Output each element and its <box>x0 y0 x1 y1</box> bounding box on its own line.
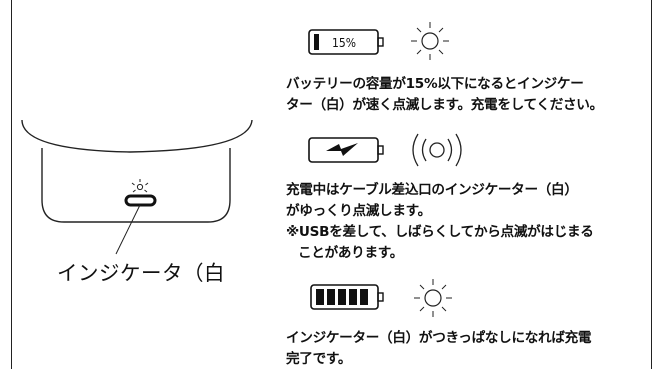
usb-port <box>124 194 157 207</box>
section-low-battery-text: バッテリーの容量が15%以下になるとインジケー ター（白）が速く点滅します。充電… <box>286 74 603 116</box>
text-line: ター（白）が速く点滅します。充電をしてください。 <box>286 97 603 113</box>
battery-charging-icon <box>308 137 384 163</box>
indicator-led-icon <box>131 179 149 193</box>
battery-level-label: 15% <box>332 36 356 50</box>
light-pulsing-icon <box>412 133 462 167</box>
text-line: 完了です。 <box>286 351 352 367</box>
device-illustration <box>21 119 253 255</box>
indicator-callout-label: インジケータ（白 <box>57 261 225 285</box>
text-line: バッテリーの容量が15%以下になるとインジケー <box>286 76 584 92</box>
text-line: がゆっくり点滅します。 <box>286 203 431 219</box>
battery-full-icon <box>310 284 384 310</box>
callout-leader-line <box>115 204 141 255</box>
light-steady-icon <box>414 279 452 317</box>
text-line: インジケーター（白）がつきっぱなしになれば充電 <box>286 330 592 346</box>
text-line: ※USBを差して、しばらくしてから点滅がはじまる <box>286 224 594 240</box>
text-line: 充電中はケーブル差込口のインジケーター（白） <box>286 182 578 198</box>
text-line: ことがあります。 <box>298 245 403 261</box>
section-charging-text: 充電中はケーブル差込口のインジケーター（白） がゆっくり点滅します。 ※USBを… <box>286 180 594 264</box>
light-blinking-icon <box>411 22 449 60</box>
section-charged-text: インジケーター（白）がつきっぱなしになれば充電 完了です。 <box>286 328 592 370</box>
manual-panel <box>11 0 652 369</box>
battery-low-icon: 15% <box>308 29 384 55</box>
